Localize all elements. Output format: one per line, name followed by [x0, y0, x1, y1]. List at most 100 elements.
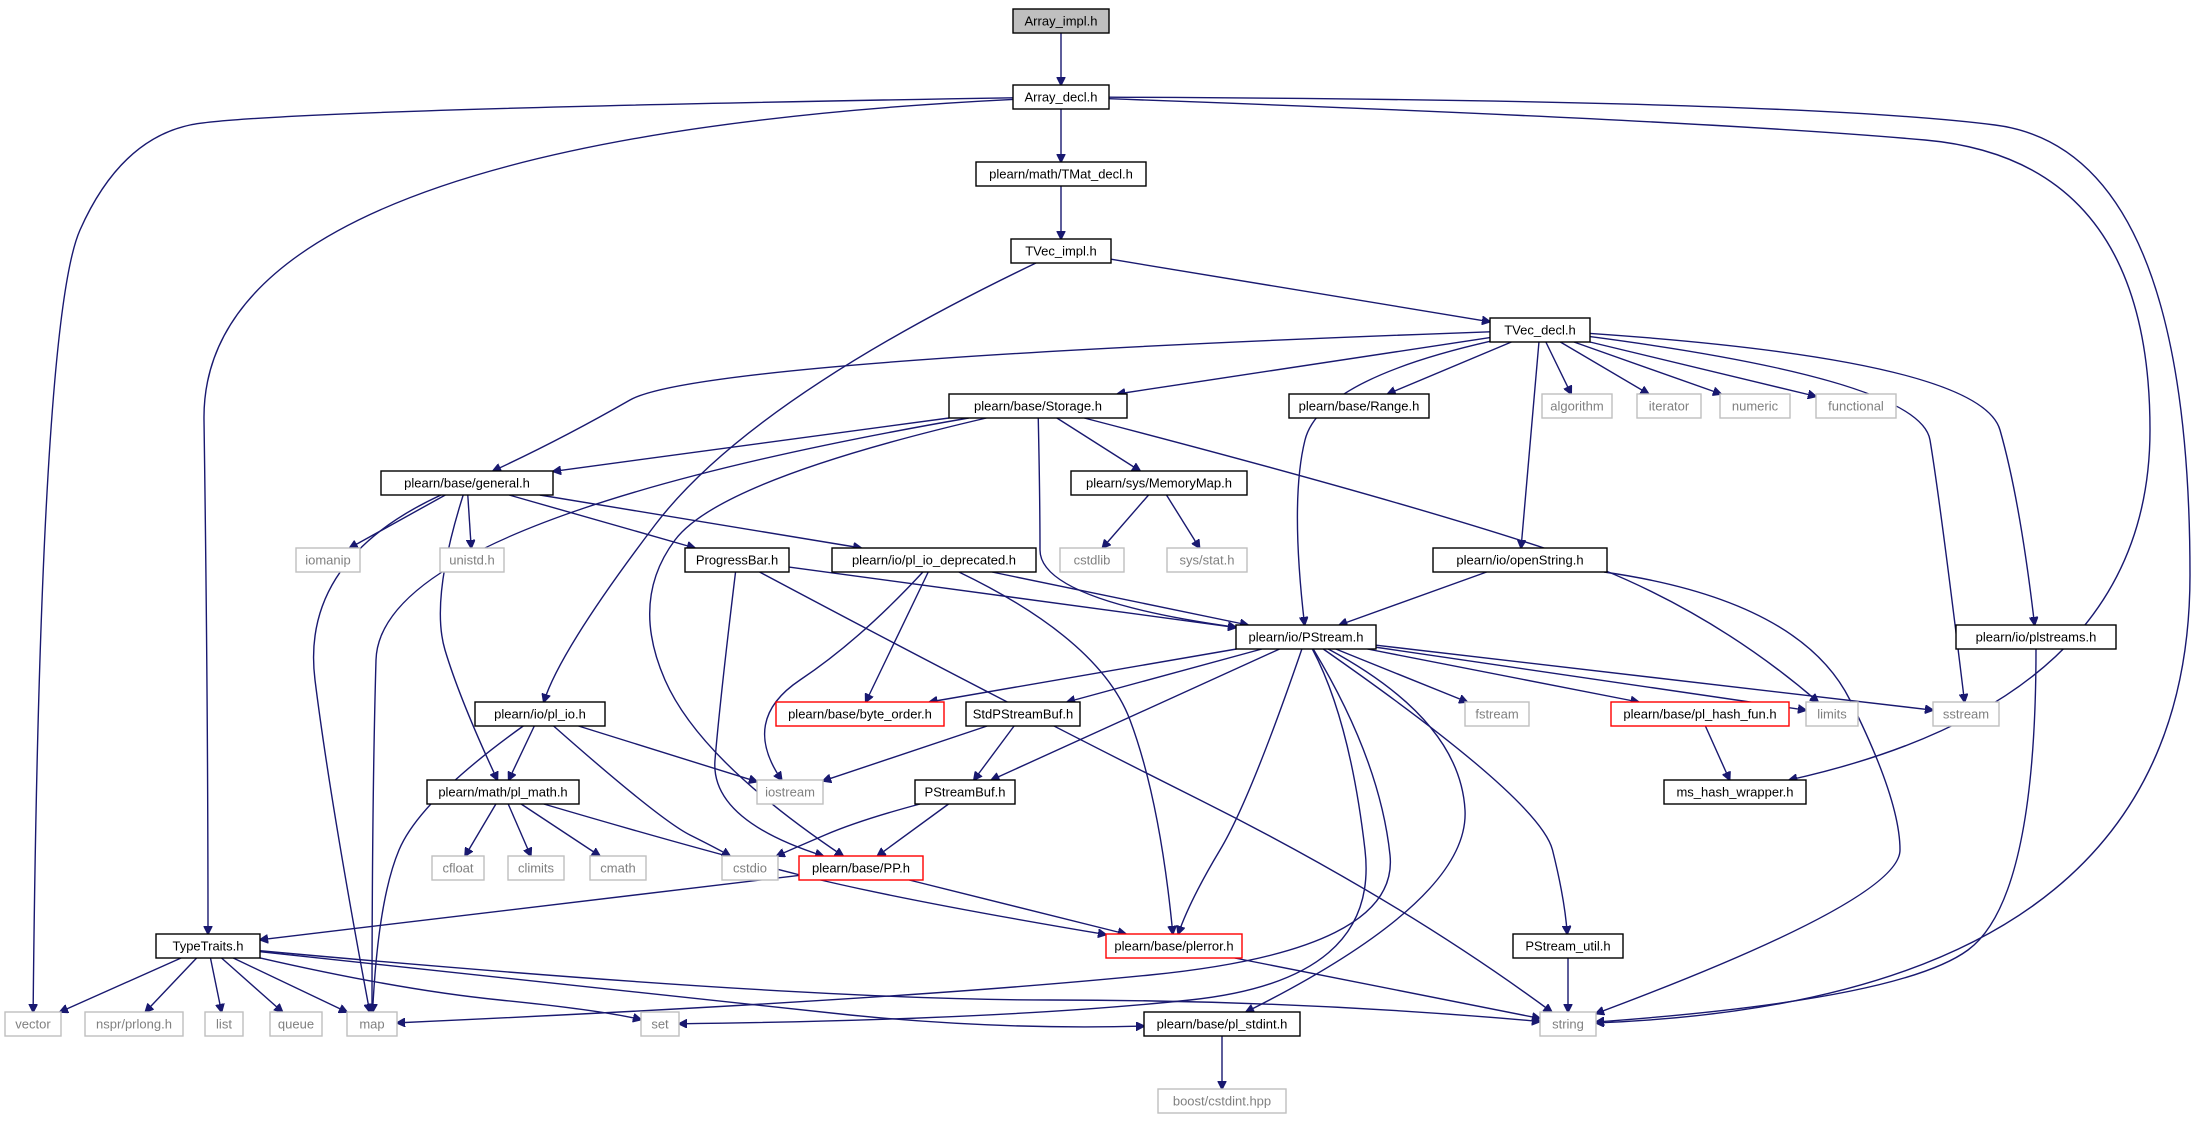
node-tmat_decl[interactable]: plearn/math/TMat_decl.h: [975, 161, 1147, 187]
node-pstream[interactable]: plearn/io/PStream.h: [1235, 624, 1377, 650]
node-plstreams[interactable]: plearn/io/plstreams.h: [1955, 624, 2117, 650]
node-memorymap[interactable]: plearn/sys/MemoryMap.h: [1070, 470, 1248, 496]
node-label: nspr/prlong.h: [96, 1017, 172, 1032]
node-fstream: fstream: [1464, 701, 1530, 727]
node-label: cstdlib: [1074, 553, 1111, 568]
edge-pl_io-to-iostream: [578, 725, 757, 782]
node-label: plearn/sys/MemoryMap.h: [1086, 476, 1232, 491]
node-pp[interactable]: plearn/base/PP.h: [798, 855, 924, 881]
node-pstreambuf[interactable]: PStreamBuf.h: [914, 779, 1016, 805]
node-box: [1288, 393, 1430, 419]
node-box: [1719, 393, 1791, 419]
edge-plerror-to-string: [1234, 957, 1540, 1018]
node-box: [1541, 393, 1613, 419]
node-map: map: [346, 1011, 398, 1037]
edge-plstreams-to-string: [1596, 648, 2037, 1022]
edge-general-to-unistd: [468, 494, 471, 548]
edge-tvec_decl-to-sstream: [1589, 335, 1965, 702]
node-box: [269, 1011, 323, 1037]
node-box: [1157, 1088, 1287, 1114]
edge-progressbar-to-pp: [714, 571, 823, 856]
node-pl_stdint[interactable]: plearn/base/pl_stdint.h: [1143, 1011, 1301, 1037]
node-box: [684, 547, 790, 573]
node-climits: climits: [507, 855, 565, 881]
node-tvec_impl[interactable]: TVec_impl.h: [1010, 238, 1112, 264]
node-tvec_decl[interactable]: TVec_decl.h: [1489, 317, 1591, 343]
node-box: [975, 161, 1147, 187]
edge-typetraits-to-string: [259, 950, 1540, 1022]
edge-typetraits-to-vector: [60, 957, 182, 1012]
edge-memorymap-to-sysstat: [1165, 494, 1199, 548]
node-pl_math[interactable]: plearn/math/pl_math.h: [426, 779, 580, 805]
node-label: algorithm: [1550, 399, 1603, 414]
node-label: plearn/base/general.h: [404, 476, 530, 491]
node-box: [1663, 779, 1807, 805]
node-box: [1012, 84, 1110, 110]
node-box: [380, 470, 554, 496]
edge-storage-to-limits: [1084, 417, 1818, 702]
edge-storage-to-map: [372, 417, 969, 1012]
node-byte_order[interactable]: plearn/base/byte_order.h: [775, 701, 945, 727]
node-array_decl[interactable]: Array_decl.h: [1012, 84, 1110, 110]
edge-pl_math-to-cfloat: [465, 803, 497, 856]
node-box: [1815, 393, 1897, 419]
node-label: cmath: [600, 861, 635, 876]
node-box: [1105, 933, 1243, 959]
edge-pstream-to-byte_order: [930, 648, 1237, 702]
node-storage[interactable]: plearn/base/Storage.h: [948, 393, 1128, 419]
node-label: plearn/base/Range.h: [1299, 399, 1420, 414]
node-plerror[interactable]: plearn/base/plerror.h: [1105, 933, 1243, 959]
node-typetraits[interactable]: TypeTraits.h: [155, 933, 261, 959]
node-pl_io[interactable]: plearn/io/pl_io.h: [474, 701, 606, 727]
node-cstdlib: cstdlib: [1059, 547, 1125, 573]
edge-array_decl-to-ms_hash: [1108, 98, 2151, 780]
node-string: string: [1539, 1011, 1597, 1037]
node-stdpstreambuf[interactable]: StdPStreamBuf.h: [965, 701, 1081, 727]
node-range[interactable]: plearn/base/Range.h: [1288, 393, 1430, 419]
edge-pstreambuf-to-pp: [877, 803, 949, 856]
node-pstream_util[interactable]: PStream_util.h: [1512, 933, 1624, 959]
node-label: ProgressBar.h: [696, 553, 778, 568]
node-label: plearn/base/pl_hash_fun.h: [1623, 707, 1776, 722]
node-cmath: cmath: [589, 855, 647, 881]
node-box: [1932, 701, 2000, 727]
edge-typetraits-to-map: [232, 957, 347, 1012]
node-general[interactable]: plearn/base/general.h: [380, 470, 554, 496]
edge-pl_io-to-cstdio: [553, 725, 730, 856]
node-box: [439, 547, 505, 573]
node-pl_io_dep[interactable]: plearn/io/pl_io_deprecated.h: [831, 547, 1037, 573]
edge-pstream-to-set: [679, 648, 1367, 1024]
node-pl_hash_fun[interactable]: plearn/base/pl_hash_fun.h: [1610, 701, 1790, 727]
edge-pstream-to-pl_hash_fun: [1367, 648, 1638, 702]
node-box: [640, 1011, 680, 1037]
edge-pl_io_dep-to-plerror: [958, 571, 1173, 934]
edge-pp-to-typetraits: [260, 874, 800, 939]
node-label: TVec_impl.h: [1025, 244, 1097, 259]
edge-pstream-to-sstream: [1375, 644, 1933, 710]
edge-pstream-to-pstream_util: [1322, 648, 1567, 934]
node-openstring[interactable]: plearn/io/openString.h: [1432, 547, 1608, 573]
node-ms_hash[interactable]: ms_hash_wrapper.h: [1663, 779, 1807, 805]
edge-general-to-pl_io_dep: [539, 494, 861, 548]
edge-tvec_decl-to-iterator: [1560, 341, 1648, 394]
node-box: [589, 855, 647, 881]
edge-pl_math-to-climits: [507, 803, 531, 856]
node-label: queue: [278, 1017, 314, 1032]
edge-progressbar-to-pstream: [788, 566, 1236, 627]
node-box: [431, 855, 485, 881]
node-progressbar[interactable]: ProgressBar.h: [684, 547, 790, 573]
node-label: plearn/math/TMat_decl.h: [989, 167, 1133, 182]
node-label: plearn/base/byte_order.h: [788, 707, 932, 722]
node-label: Array_decl.h: [1025, 90, 1098, 105]
edge-storage-to-general: [553, 417, 950, 471]
node-label: plearn/io/pl_io.h: [494, 707, 586, 722]
node-box: [1012, 8, 1110, 34]
edge-tvec_decl-to-pstream: [1296, 340, 1491, 625]
node-unistd: unistd.h: [439, 547, 505, 573]
edge-pstream-to-plerror: [1178, 648, 1303, 934]
node-box: [1512, 933, 1624, 959]
node-iostream: iostream: [756, 779, 824, 805]
node-limits: limits: [1805, 701, 1859, 727]
node-array_impl[interactable]: Array_impl.h: [1012, 8, 1110, 34]
edge-typetraits-to-list: [209, 957, 221, 1012]
